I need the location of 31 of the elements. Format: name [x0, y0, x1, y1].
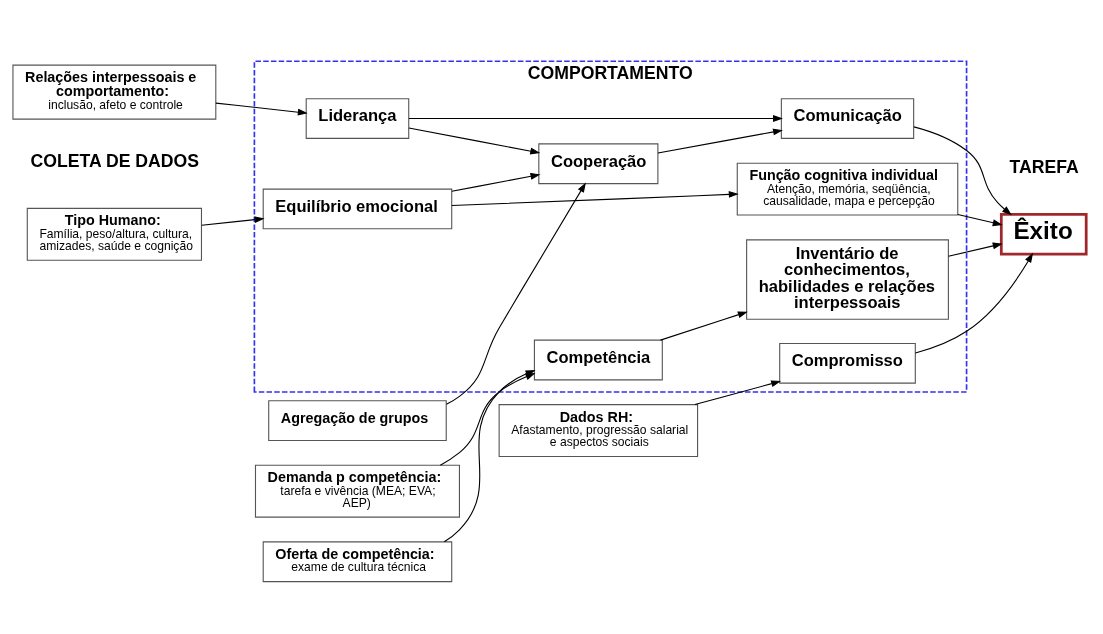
arrow [451, 190, 739, 206]
arrow [914, 252, 1034, 354]
label: COLETA DE DADOS [30, 150, 200, 171]
node-box: Êxito [999, 213, 1088, 256]
node-box: Inventário de conhecimentos, habilidades e relações interpessoais [746, 239, 949, 320]
arrow [201, 216, 265, 226]
node-box: Dados RH: Afastamento, progressão salarial e aspectos sociais [498, 404, 699, 457]
arrow [451, 172, 541, 192]
node-box: Tipo Humano: Família, peso/altura, cultura, amizades, saúde e cognição [26, 207, 202, 261]
arrow [408, 115, 783, 123]
node-box: Liderança [305, 98, 410, 139]
node-box: Comunicação [780, 98, 915, 139]
node-box: Competência [533, 339, 663, 381]
arrow [445, 182, 586, 405]
node-box: Equilíbrio emocional [262, 188, 453, 230]
arrow [659, 311, 748, 341]
node-box: Agregação de grupos [268, 400, 447, 442]
arrow [215, 102, 308, 116]
node-box: Função cognitiva individual Atenção, memória, seqüência, causalidade, mapa e percepção [736, 162, 959, 216]
node-box: Demanda p competência: tarefa e vivência (MEA; EVA; AEP) [254, 464, 460, 518]
node-box: Relações interpessoais e comportamento: inclusão, afeto e controle [12, 64, 217, 120]
node-box: Cooperação [538, 143, 659, 185]
arrow [657, 128, 783, 154]
label: TAREFA [1009, 157, 1079, 178]
arrow [408, 127, 541, 155]
arrow [694, 380, 782, 406]
arrow [913, 126, 1012, 216]
node-box: Compromisso [779, 342, 916, 384]
arrow [957, 214, 1003, 227]
node-box: Oferta de competência: exame de cultura técnica [262, 541, 453, 583]
arrow [947, 242, 1003, 257]
